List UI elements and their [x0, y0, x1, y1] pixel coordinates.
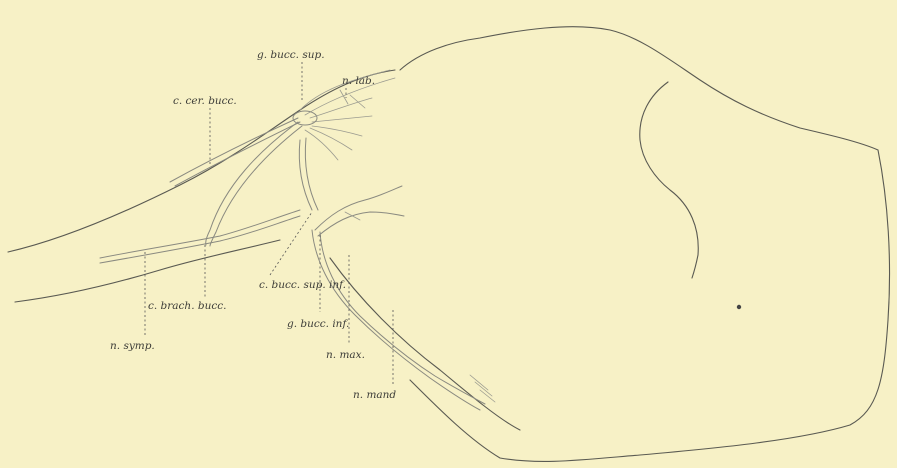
- lower-edge: [330, 258, 520, 430]
- body-outline: [400, 27, 890, 462]
- label-c-cer-bucc: c. cer. bucc.: [173, 95, 237, 107]
- label-n-max: n. max.: [326, 349, 365, 361]
- label-c-brach-bucc: c. brach. bucc.: [148, 300, 226, 312]
- leader-c-bucc-sup-inf: [270, 212, 312, 275]
- label-n-mand: n. mand: [353, 389, 396, 401]
- label-c-bucc-sup-inf: c. bucc. sup. inf.: [259, 279, 346, 291]
- sympathetic-nerve: [100, 210, 300, 258]
- label-g-bucc-sup: g. bucc. sup.: [257, 49, 325, 61]
- dot-mark: [737, 305, 741, 309]
- label-g-bucc-inf: g. bucc. inf.: [287, 318, 349, 330]
- label-n-lab: n. lab.: [342, 75, 375, 87]
- inner-curve: [640, 82, 698, 278]
- maxillary-nerve: [315, 186, 402, 230]
- cerebro-buccal-connective: [170, 118, 298, 182]
- label-n-symp: n. symp.: [110, 340, 155, 352]
